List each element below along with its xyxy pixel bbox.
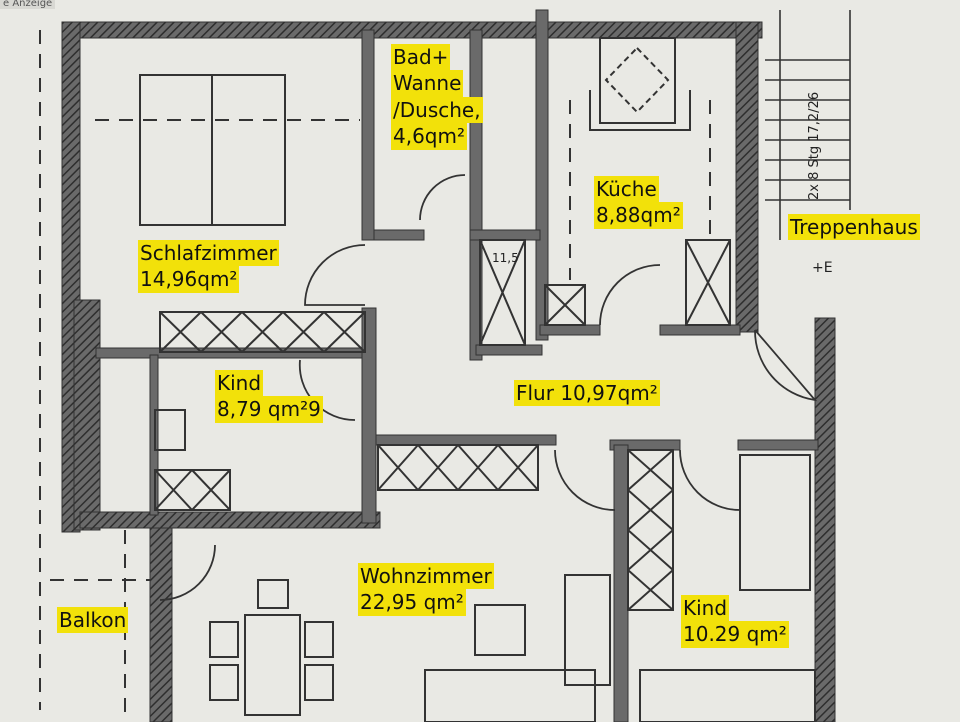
room-label-balkon: Balkon: [57, 607, 129, 634]
stair-symbol: +E: [812, 260, 833, 276]
room-label-line: Flur 10,97qm²: [514, 380, 660, 407]
room-label-line: 14,96qm²: [138, 266, 240, 293]
kitchen-appliances: [589, 37, 691, 131]
dashed-lines: [39, 30, 711, 720]
room-label-line: Wanne: [391, 70, 464, 97]
room-label-line: Kind: [681, 595, 730, 622]
room-label-line: Bad+: [391, 44, 451, 71]
room-label-line: 8,79 qm²9: [215, 396, 323, 423]
built-in-cabinets: [154, 239, 731, 611]
room-label-line: 8,88qm²: [594, 202, 683, 229]
staircase: [765, 10, 851, 240]
bed: [95, 74, 360, 226]
room-label-bad: Bad+Wanne/Dusche,4,6qm²: [391, 44, 483, 150]
room-label-line: Wohnzimmer: [358, 563, 494, 590]
room-label-line: Küche: [594, 176, 659, 203]
room-label-treppenhaus: Treppenhaus: [788, 214, 920, 241]
duct-annotation: 11,5: [492, 251, 519, 265]
room-label-line: 4,6qm²: [391, 123, 468, 150]
room-label-flur: Flur 10,97qm²: [514, 380, 660, 407]
room-label-line: Kind: [215, 370, 264, 397]
room-label-line: /Dusche,: [391, 96, 483, 124]
room-label-line: Treppenhaus: [788, 214, 920, 241]
exterior-walls: [61, 21, 836, 722]
room-label-line: 22,95 qm²: [358, 589, 466, 616]
room-label-line: Balkon: [57, 607, 129, 634]
corner-label: e Anzeige: [0, 0, 56, 9]
stair-annotation: 2x 8 Stg 17,2/26: [807, 92, 822, 200]
room-label-line: 10.29 qm²: [681, 621, 789, 648]
room-label-line: Schlafzimmer: [138, 240, 279, 267]
dining-furniture: [154, 409, 816, 722]
